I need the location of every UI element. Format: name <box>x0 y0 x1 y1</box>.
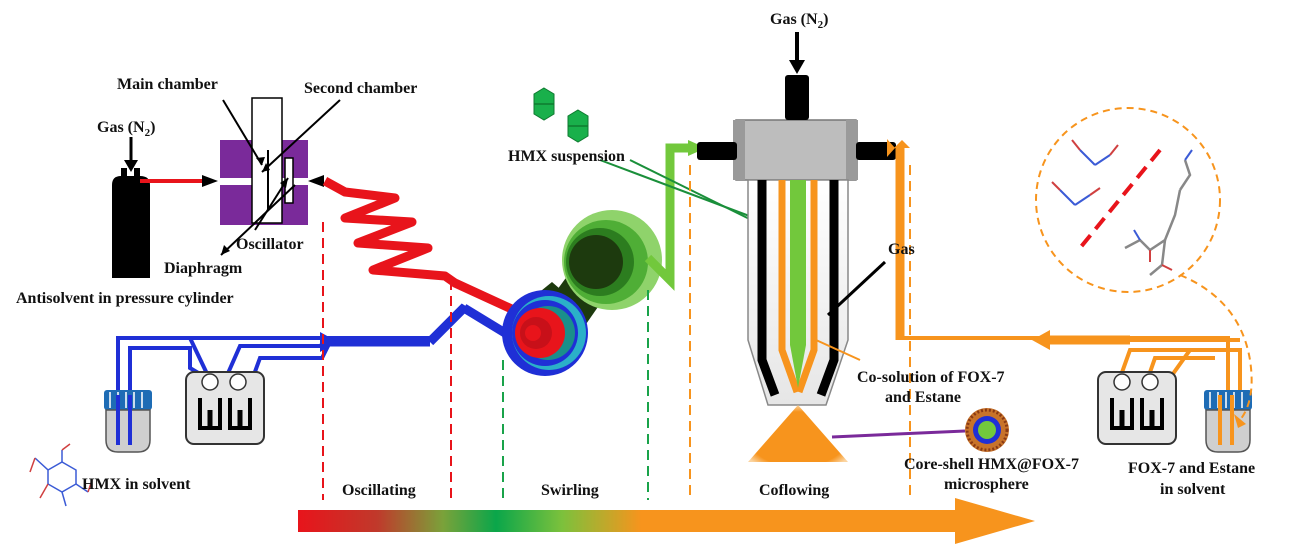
fox7-estane-molecule-inset <box>1035 107 1253 428</box>
hmx-suspension-label: HMX suspension <box>508 148 625 165</box>
hmx-solution-line <box>116 303 513 438</box>
hmx-crystal-icon <box>533 87 589 143</box>
stage-oscillating-label: Oscillating <box>342 482 416 499</box>
microsphere-product <box>831 408 1009 452</box>
core-shell-label-1: Core-shell HMX@FOX-7 <box>904 456 1079 473</box>
oscillator-device <box>220 97 341 256</box>
coflow-nozzle <box>697 75 896 406</box>
left-pump <box>185 371 265 445</box>
hmx-solvent-label: HMX in solvent <box>82 476 191 493</box>
spray-cone <box>748 405 848 462</box>
stage-dividers <box>322 165 911 500</box>
gas-top-label: Gas (N2) <box>770 11 828 31</box>
pressure-cylinder <box>112 168 150 278</box>
stage-coflowing-label: Coflowing <box>759 482 829 499</box>
process-progress-arrow <box>298 498 1035 544</box>
gas-arrow-left-icon <box>124 137 138 172</box>
gas-arrow-top-icon <box>789 32 805 74</box>
oscillating-zigzag-tube <box>322 177 542 327</box>
main-chamber-label: Main chamber <box>117 76 218 93</box>
core-shell-label-2: microsphere <box>944 476 1029 493</box>
antisolvent-label: Antisolvent in pressure cylinder <box>16 290 234 307</box>
fox7-label-2: in solvent <box>1160 481 1226 498</box>
hmx-solvent-bottle <box>104 390 152 453</box>
hmx-molecule-icon <box>29 443 93 507</box>
fox7-label-1: FOX-7 and Estane <box>1128 460 1255 477</box>
swirl-mixer <box>502 210 662 376</box>
cosolution-label-2: and Estane <box>885 389 961 406</box>
diaphragm-label: Diaphragm <box>164 260 243 277</box>
fox7-solvent-bottle <box>1204 390 1252 453</box>
cosolution-label-1: Co-solution of FOX-7 <box>857 369 1005 386</box>
stage-swirling-label: Swirling <box>541 482 599 499</box>
gas-label: Gas <box>888 241 915 258</box>
right-pump <box>1097 371 1177 445</box>
gas-left-label: Gas (N2) <box>97 119 155 139</box>
antisolvent-feed-line <box>140 175 218 187</box>
oscillator-label: Oscillator <box>236 236 304 253</box>
second-chamber-label: Second chamber <box>304 80 417 97</box>
